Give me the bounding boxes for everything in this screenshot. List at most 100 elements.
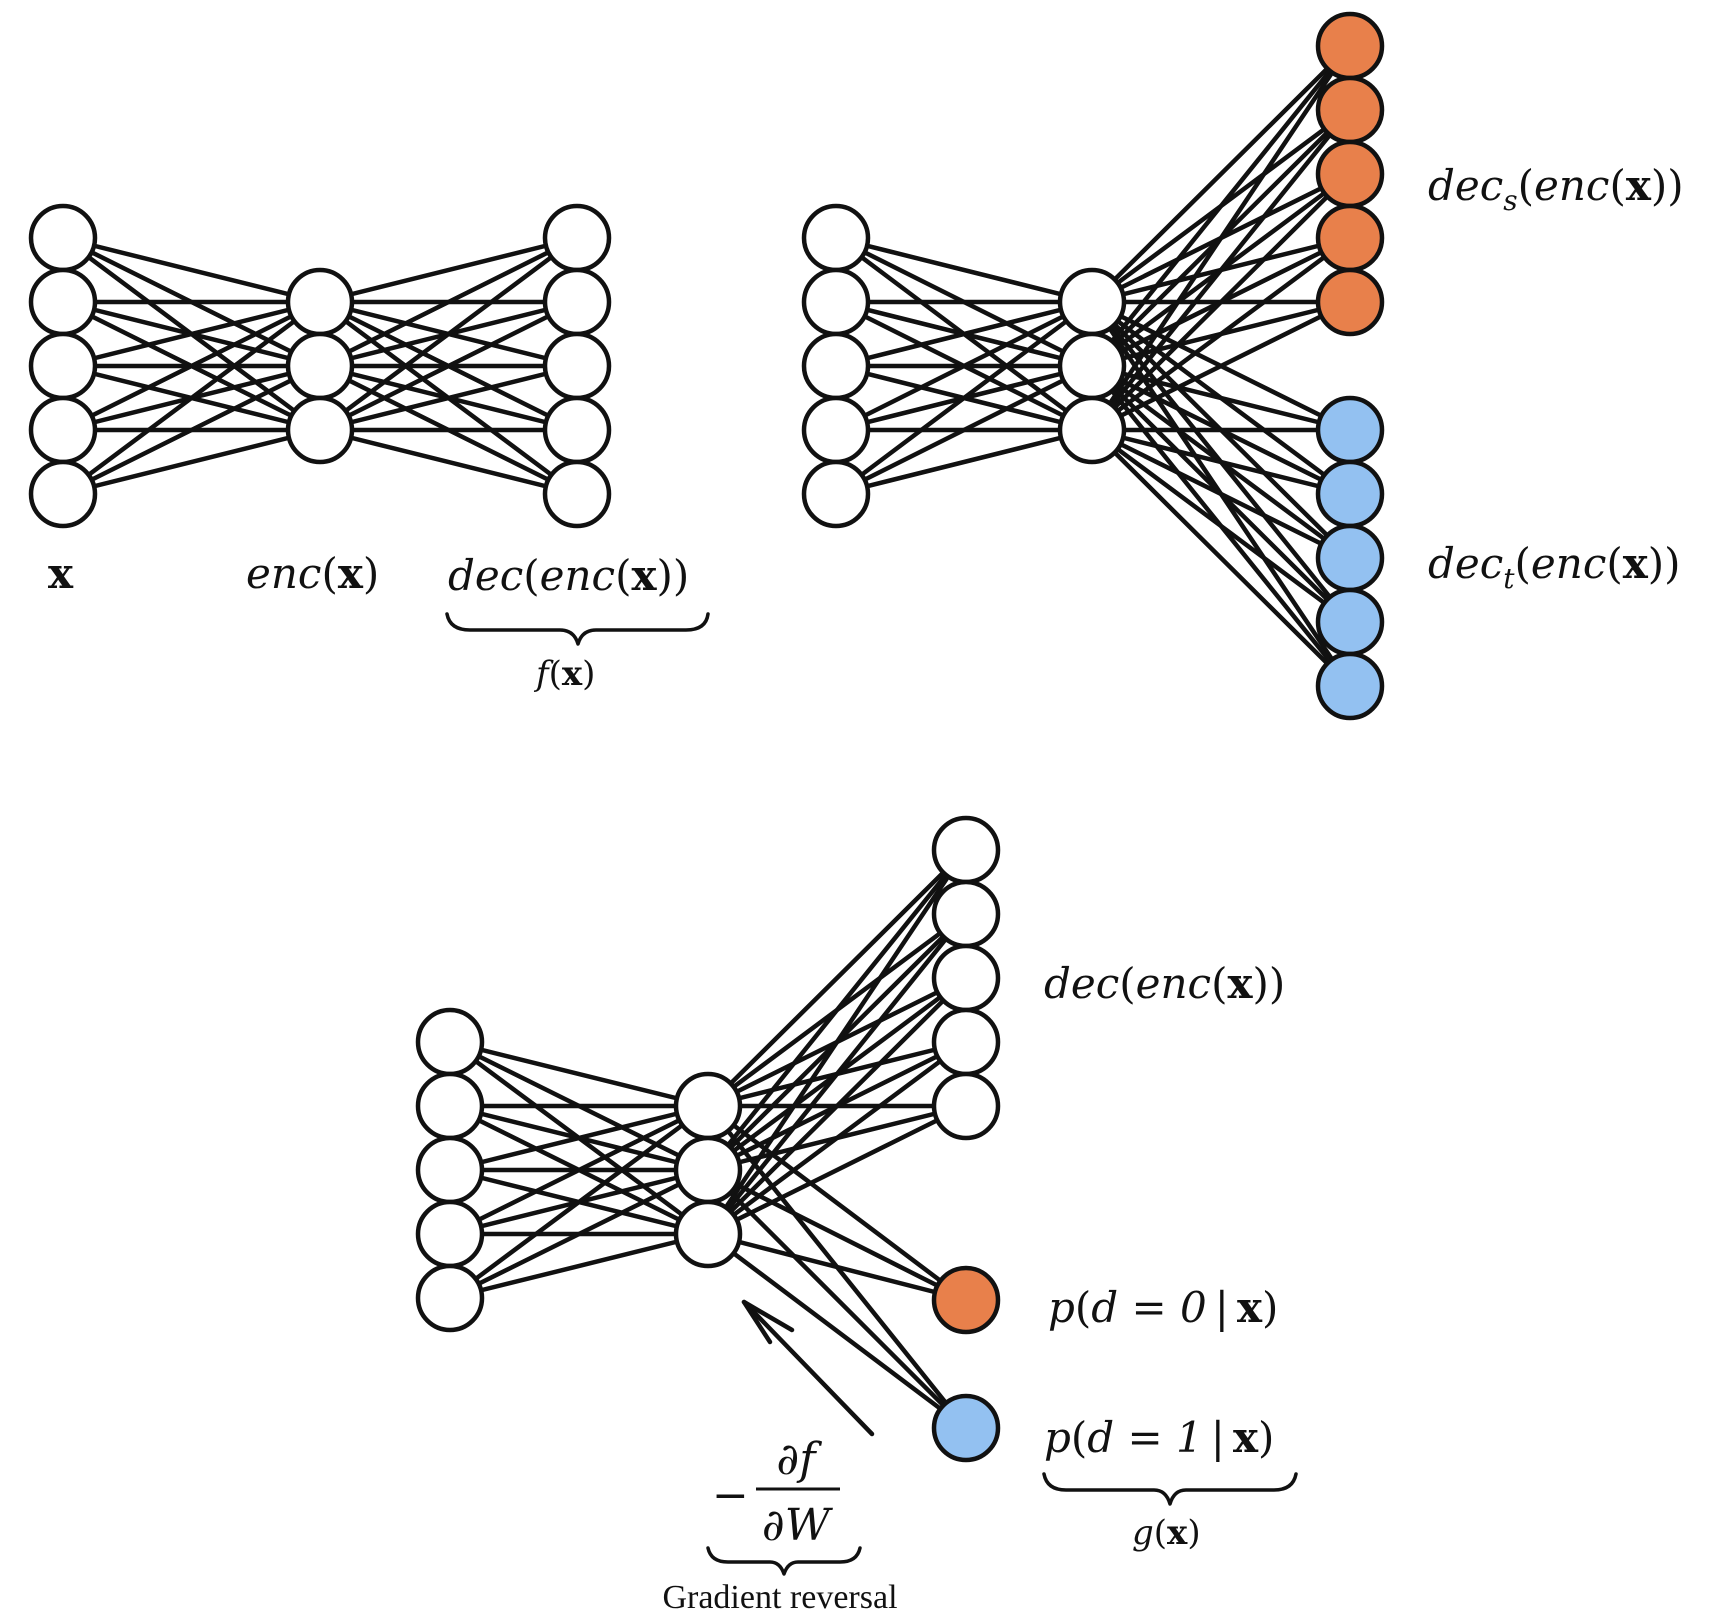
source-decoder-output-node-3	[1315, 203, 1385, 273]
adversarial-decoder-output-node-4	[931, 1071, 1001, 1141]
autoencoder-nodes	[28, 203, 612, 529]
dual-code-to-target-edge-11	[1089, 427, 1353, 497]
autoencoder-input-node-3	[28, 395, 98, 465]
dual-input-to-code-edge-14	[833, 427, 1095, 497]
dual-input-to-code-edge-13	[833, 363, 1095, 497]
dual-code-to-source-edge-10	[1089, 43, 1353, 433]
autoencoder-code-to-output-edge-5	[317, 235, 580, 369]
adversarial-code-node-1	[673, 1135, 743, 1205]
adversarial-input-node-3	[415, 1199, 485, 1269]
negative-gradient-expression: − ∂f ∂W	[712, 1434, 840, 1551]
dual-input-to-code-edge-0	[833, 235, 1095, 305]
reconstruction-brace	[445, 612, 710, 646]
dual-code-to-target-edge-5	[1089, 363, 1353, 433]
autoencoder-output-node-0	[542, 203, 612, 273]
adversarial-decoder-output-node-1	[931, 879, 1001, 949]
dual-input-node-2	[801, 331, 871, 401]
adversarial-decoder-output-node-3	[931, 1007, 1001, 1077]
source-decoder-label: decs(enc(x))	[1428, 161, 1684, 217]
adversarial-input-to-code-edge-14	[447, 1231, 711, 1301]
source-decoder-output-node-2	[1315, 139, 1385, 209]
autoencoder-input-node-2	[28, 331, 98, 401]
adversarial-input-node-0	[415, 1007, 485, 1077]
adversarial-code-node-2	[673, 1199, 743, 1269]
dual-code-node-2	[1057, 395, 1127, 465]
source-decoder-output-node-1	[1315, 75, 1385, 145]
target-decoder-output-node-3	[1315, 587, 1385, 657]
autoencoder-output-node-1	[542, 267, 612, 337]
gradient-numerator: ∂f	[776, 1434, 822, 1485]
dual-decoder-panel: decs(enc(x)) dect(enc(x))	[801, 11, 1684, 721]
source-decoder-output-node-4	[1315, 267, 1385, 337]
adversarial-code-to-domain1-edge-0	[705, 1103, 969, 1431]
autoencoder-code-node-2	[285, 395, 355, 465]
adversarial-code-node-0	[673, 1071, 743, 1141]
adversarial-decoder-output-node-0	[931, 815, 1001, 885]
dual-input-to-code-edge-9	[833, 299, 1095, 433]
adversarial-code-to-domain0-edge-0	[705, 1103, 969, 1303]
domain-classifier-brace-label: g(x)	[1132, 1513, 1201, 1553]
dual-code-to-target-edge-14	[1089, 427, 1353, 689]
adversarial-input-node-4	[415, 1263, 485, 1333]
autoencoder-input-node-1	[28, 267, 98, 337]
adversarial-code-to-decoder-edge-5	[705, 847, 969, 1173]
dual-input-node-0	[801, 203, 871, 273]
autoencoder-input-to-code-edge-14	[60, 427, 323, 497]
dual-code-to-source-edge-5	[1089, 43, 1353, 369]
dual-input-to-code-edge-12	[833, 299, 1095, 497]
autoencoder-input-to-code-edge-6	[60, 299, 323, 369]
adversarial-input-to-code-edge-12	[447, 1103, 711, 1301]
reconstruction-brace-label: f(x)	[533, 654, 595, 694]
adversarial-input-node-2	[415, 1135, 485, 1205]
target-decoder-output-node-0	[1315, 395, 1385, 465]
autoencoder-code-to-output-edge-14	[317, 427, 580, 497]
domain0-probability-label: p(d = 0|x)	[1048, 1283, 1278, 1332]
adversarial-code-to-decoder-edge-0	[705, 847, 969, 1109]
autoencoder-panel: x enc(x) dec(enc(x)) f(x)	[28, 203, 710, 694]
adversarial-input-to-code-edge-0	[447, 1039, 711, 1109]
reconstruction-label: dec(enc(x))	[448, 551, 689, 600]
autoencoder-output-node-4	[542, 459, 612, 529]
adversarial-code-to-decoder-edge-11	[705, 911, 969, 1237]
dual-decoder-edges	[833, 43, 1353, 689]
adversarial-input-to-code-edge-9	[447, 1103, 711, 1237]
autoencoder-input-node-0	[28, 203, 98, 273]
autoencoder-code-node-0	[285, 267, 355, 337]
adversarial-edges	[447, 847, 969, 1431]
autoencoder-edges	[60, 235, 580, 497]
autoencoder-code-to-output-edge-10	[317, 235, 580, 433]
dual-input-node-3	[801, 395, 871, 465]
target-decoder-output-node-4	[1315, 651, 1385, 721]
autoencoder-output-node-3	[542, 395, 612, 465]
source-decoder-output-node-0	[1315, 11, 1385, 81]
autoencoder-input-to-code-edge-0	[60, 235, 323, 305]
dual-code-node-1	[1057, 331, 1127, 401]
adversarial-code-to-decoder-edge-13	[705, 1039, 969, 1237]
gradient-reversal-caption: Gradient reversal	[662, 1579, 897, 1616]
target-decoder-label: dect(enc(x))	[1428, 539, 1681, 595]
dual-input-node-1	[801, 267, 871, 337]
adversarial-nodes	[415, 815, 1001, 1463]
adversarial-code-to-domain1-edge-1	[705, 1167, 969, 1431]
dual-code-to-source-edge-0	[1089, 43, 1353, 305]
domain1-output-node-0	[931, 1393, 1001, 1463]
adversarial-input-node-1	[415, 1071, 485, 1141]
autoencoder-code-to-output-edge-11	[317, 299, 580, 433]
dual-code-to-target-edge-0	[1089, 299, 1353, 433]
autoencoder-code-to-output-edge-0	[317, 235, 580, 305]
dual-code-node-0	[1057, 267, 1127, 337]
gradient-reversal-arrow	[741, 1299, 875, 1437]
autoencoder-code-to-output-edge-12	[317, 363, 580, 433]
autoencoder-output-node-2	[542, 331, 612, 401]
target-decoder-output-node-2	[1315, 523, 1385, 593]
dual-code-to-source-edge-11	[1089, 107, 1353, 433]
autoencoder-input-to-code-edge-12	[60, 299, 323, 497]
domain0-output-node-0	[931, 1265, 1001, 1335]
gradient-sign: −	[712, 1470, 749, 1521]
gradient-denominator: ∂W	[762, 1500, 834, 1551]
encoder-label: enc(x)	[246, 549, 379, 598]
domain1-probability-label: p(d = 1|x)	[1044, 1413, 1274, 1462]
autoencoder-input-node-4	[28, 459, 98, 529]
autoencoder-input-to-code-edge-9	[60, 299, 323, 433]
